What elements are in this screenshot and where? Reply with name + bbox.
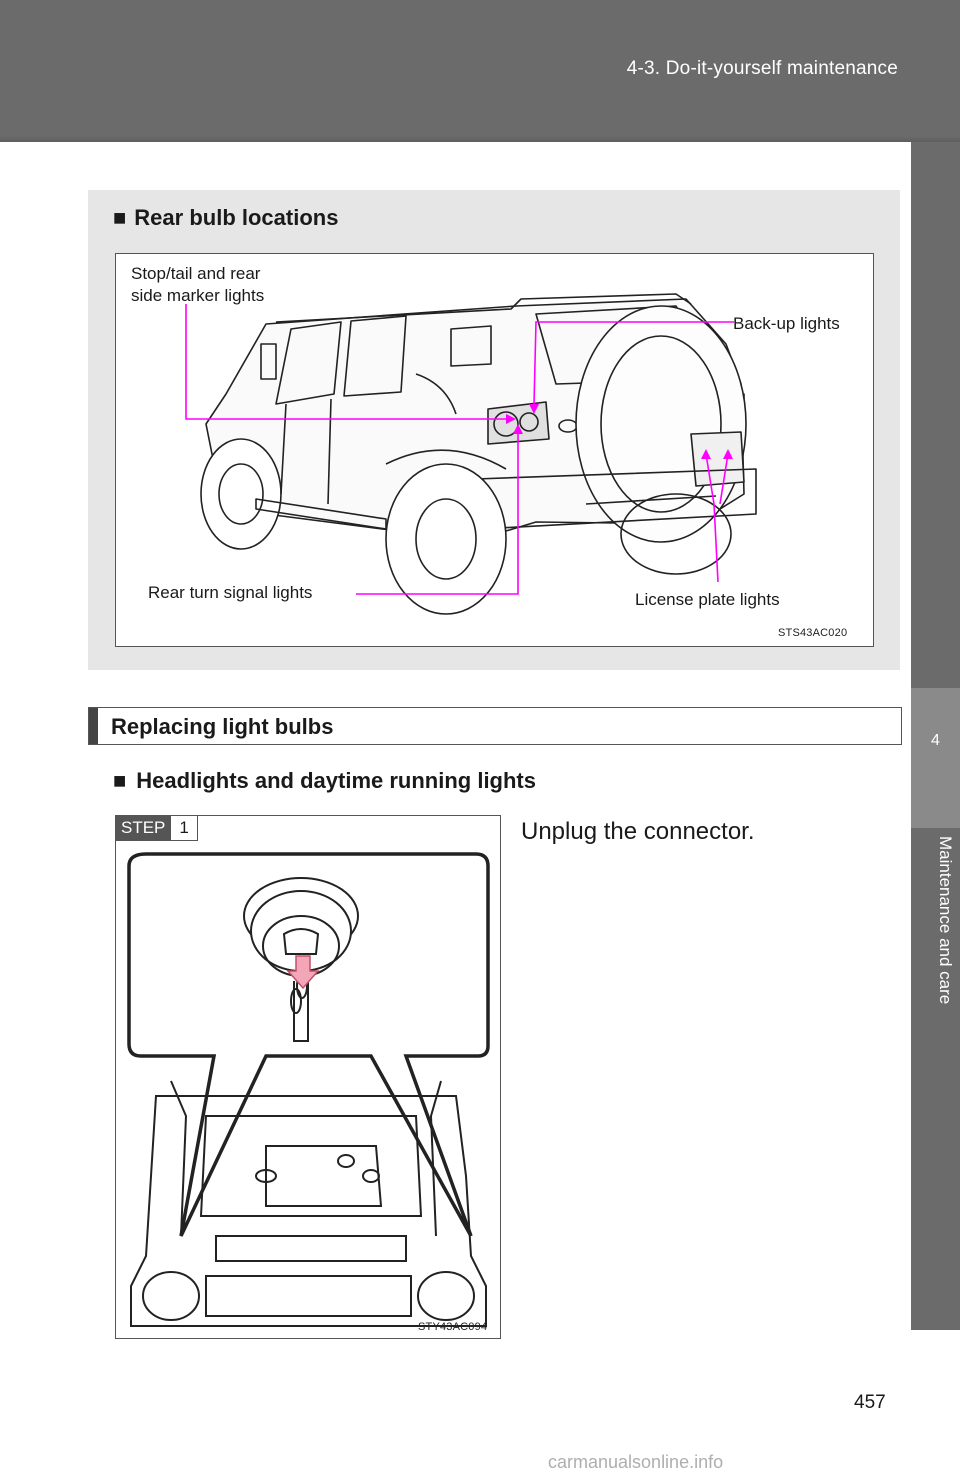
subheading-square-marker: ■ (113, 768, 127, 793)
page-number: 457 (854, 1392, 886, 1413)
chapter-number: 4 (931, 732, 940, 749)
headlight-step-figure (115, 815, 501, 1339)
callout-stop-tail-line1: Stop/tail and rear (131, 264, 261, 283)
step-instruction: Unplug the connector. (521, 818, 755, 845)
heading-square-marker: ■ (113, 205, 127, 230)
suv-rear-illustration (185, 293, 757, 615)
engine-bay-illustration (127, 852, 490, 1327)
figure-code-step: STY43AC094 (418, 1321, 488, 1333)
callout-rear-turn-signal: Rear turn signal lights (148, 583, 313, 602)
step-label: STEP (115, 815, 172, 841)
replacing-bulbs-title: Replacing light bulbs (111, 714, 334, 739)
callout-stop-tail-line2: side marker lights (131, 286, 265, 305)
chapter-label: Maintenance and care (936, 836, 955, 1005)
heading-accent (89, 708, 98, 744)
step-badge: STEP 1 (115, 815, 198, 841)
headlights-subheading-text: Headlights and daytime running lights (136, 768, 536, 793)
callout-license-plate: License plate lights (635, 590, 780, 609)
section-title: 4-3. Do-it-yourself maintenance (626, 58, 898, 79)
page-header (0, 0, 960, 142)
callout-backup-lights: Back-up lights (733, 314, 840, 333)
headlights-subheading: ■ Headlights and daytime running lights (113, 768, 536, 794)
chapter-label-tab: Maintenance and care (911, 836, 960, 1036)
watermark-text: carmanualsonline.info (548, 1452, 724, 1472)
chapter-number-tab: 4 (911, 688, 960, 828)
rear-bulb-heading-text: Rear bulb locations (134, 205, 339, 230)
rear-bulb-heading: ■ Rear bulb locations (113, 205, 338, 231)
rear-bulb-figure (115, 253, 874, 647)
step-number: 1 (171, 815, 198, 841)
callout-stop-tail: Stop/tail and rear side marker lights (131, 263, 264, 307)
replacing-bulbs-heading: Replacing light bulbs (88, 707, 902, 745)
watermark: carmanualsonline.info (0, 1442, 960, 1484)
figure-code-rear: STS43AC020 (778, 627, 848, 639)
